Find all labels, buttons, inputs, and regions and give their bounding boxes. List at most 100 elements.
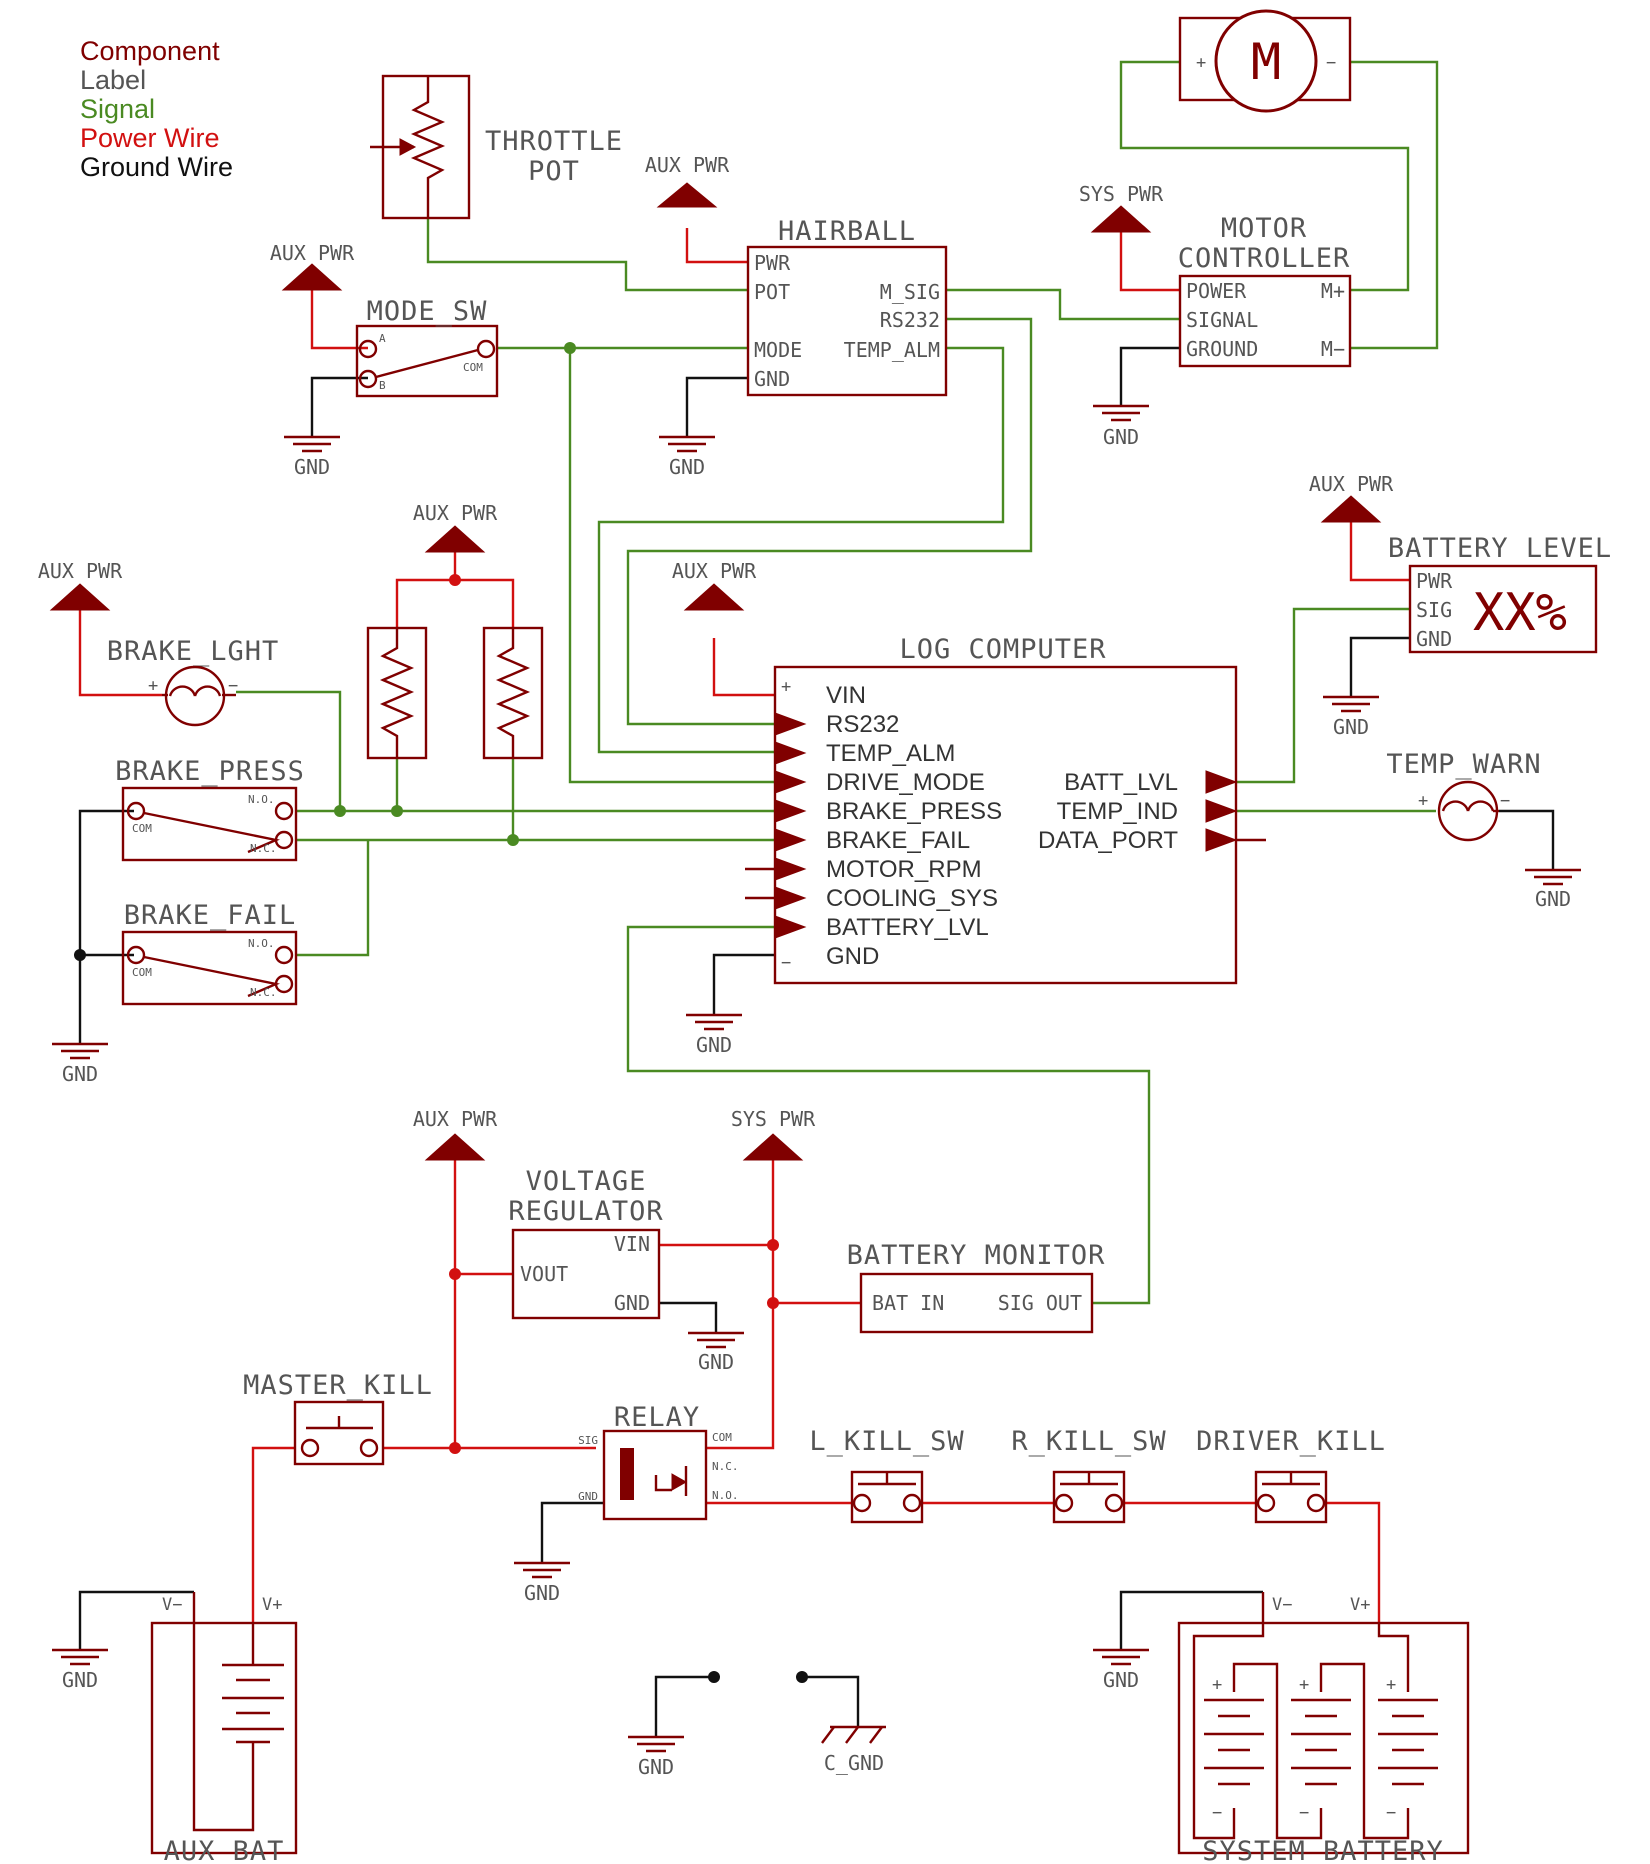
aux-pwr-mode-sw: AUX PWR (270, 241, 355, 291)
brake-lght-title: BRAKE_LGHT (107, 636, 280, 667)
battery-level-pin-sig: SIG (1416, 598, 1452, 622)
master-kill: MASTER_KILL (243, 1370, 432, 1466)
voltage-regulator-pin-gnd: GND (614, 1291, 650, 1315)
relay: RELAY SIG GND COM N.C. N.O. (578, 1402, 739, 1521)
battery-level-pin-pwr: PWR (1416, 569, 1453, 593)
aux-pwr-brake-lght: AUX PWR (38, 559, 123, 611)
sys-pwr-motor-ctrl: SYS PWR (1079, 182, 1164, 233)
motor-controller-pin-signal: SIGNAL (1186, 308, 1258, 332)
gnd-label: GND (1103, 425, 1139, 449)
motor-controller-title-2: CONTROLLER (1178, 243, 1351, 274)
legend-label: Label (80, 65, 146, 95)
aux-pwr-label: AUX PWR (413, 1107, 498, 1131)
gnd-aux-bat: GND (52, 1648, 108, 1692)
gnd-label: GND (294, 455, 330, 479)
voltage-regulator-title-2: REGULATOR (508, 1196, 663, 1227)
aux-pwr-regulator: AUX PWR (413, 1107, 498, 1161)
mode-sw-b: B (379, 379, 386, 392)
battery-level-display: XX% (1473, 583, 1567, 643)
aux-pwr-label: AUX PWR (1309, 472, 1394, 496)
gnd-temp-warn: GND (1525, 868, 1581, 911)
system-battery: SYSTEM_BATTERY V− V+ + + + − − − (1177, 1592, 1470, 1864)
system-battery-cell3-minus: − (1386, 1803, 1396, 1823)
log-pin-gnd: GND (826, 943, 879, 970)
motor: M + − (1178, 9, 1352, 113)
gnd-regulator: GND (688, 1331, 744, 1374)
brake-fail-com: COM (132, 966, 152, 979)
aux-pwr-label: AUX PWR (38, 559, 123, 583)
gnd-log-computer: GND (686, 1013, 742, 1057)
voltage-regulator-title-1: VOLTAGE (526, 1166, 647, 1197)
battery-level-pin-gnd: GND (1416, 627, 1452, 651)
gnd-motor-ctrl: GND (1093, 404, 1149, 449)
aux-pwr-label: AUX PWR (413, 501, 498, 525)
sys-pwr-label: SYS PWR (731, 1107, 816, 1131)
hairball-pin-mode: MODE (754, 338, 802, 362)
throttle-pot: THROTTLE POT (370, 74, 622, 220)
relay-pin-com: COM (712, 1431, 732, 1444)
log-pin-rs232: RS232 (826, 711, 899, 738)
battery-monitor: BATTERY MONITOR BAT IN SIG OUT (847, 1240, 1104, 1334)
log-pin-motor-rpm: MOTOR_RPM (826, 856, 982, 883)
log-computer-minus: − (781, 953, 791, 973)
temp-warn-minus: − (1500, 791, 1510, 811)
gnd-hairball: GND (659, 435, 715, 479)
r-kill-sw-title: R_KILL_SW (1011, 1426, 1166, 1457)
system-battery-cell2-minus: − (1299, 1803, 1309, 1823)
mode-sw: MODE_SW A B COM (355, 296, 499, 398)
gnd-label: GND (1535, 887, 1571, 911)
brake-press-no: N.O. (248, 793, 275, 806)
gnd-label: GND (698, 1350, 734, 1374)
system-battery-cell1-plus: + (1212, 1675, 1222, 1695)
gnd-system-battery: GND (1093, 1648, 1149, 1692)
gnd-brake-switches: GND (52, 1042, 108, 1086)
legend-component: Component (80, 36, 220, 66)
motor-controller-title-1: MOTOR (1221, 213, 1307, 244)
log-computer: LOG COMPUTER + − VIN RS232 TEMP_ALM DRIV… (745, 634, 1266, 985)
mode-sw-com: COM (463, 361, 483, 374)
junctions (74, 342, 808, 1683)
gnd-label: GND (62, 1062, 98, 1086)
temp-warn: TEMP_WARN + − (1386, 749, 1541, 842)
log-pin-drive-mode: DRIVE_MODE (826, 769, 985, 796)
hairball-title: HAIRBALL (778, 216, 916, 247)
relay-pin-no: N.O. (712, 1489, 739, 1502)
aux-bat-v-minus: V− (162, 1595, 182, 1615)
system-battery-cell2-plus: + (1299, 1675, 1309, 1695)
log-pin-brake-fail: BRAKE_FAIL (826, 827, 970, 854)
aux-pwr-hairball: AUX PWR (645, 153, 730, 208)
brake-fail-no: N.O. (248, 937, 275, 950)
log-pin-data-port: DATA_PORT (1038, 827, 1178, 854)
gnd-relay: GND (514, 1561, 570, 1605)
system-battery-v-plus: V+ (1350, 1595, 1370, 1615)
motor-plus: + (1196, 53, 1206, 73)
temp-warn-plus: + (1418, 791, 1428, 811)
c-gnd-label: C_GND (824, 1751, 884, 1775)
log-pin-vin: VIN (826, 682, 866, 709)
log-pin-batt-lvl: BATT_LVL (1064, 769, 1178, 796)
aux-bat-title: AUX BAT (164, 1836, 285, 1864)
ground-wires (78, 346, 1555, 1737)
motor-controller-pin-m-minus: M− (1321, 337, 1345, 361)
aux-pwr-battery-level: AUX PWR (1309, 472, 1394, 523)
legend-signal: Signal (80, 94, 155, 124)
hairball-pin-pwr: PWR (754, 251, 791, 275)
motor-minus: − (1326, 53, 1336, 73)
motor-symbol: M (1251, 33, 1281, 91)
hairball-pin-pot: POT (754, 280, 790, 304)
brake-fail: BRAKE_FAIL COM N.O. N.C. (121, 900, 298, 1006)
aux-bat: AUX BAT V− V+ (150, 1592, 298, 1864)
brake-lght-plus: + (148, 676, 158, 696)
system-battery-title: SYSTEM_BATTERY (1202, 1836, 1444, 1864)
brake-press-nc: N.C. (250, 842, 277, 855)
l-kill-sw: L_KILL_SW (809, 1426, 964, 1524)
gnd-battery-level: GND (1323, 695, 1379, 739)
voltage-regulator: VOLTAGE REGULATOR VIN VOUT GND (508, 1166, 663, 1320)
hairball-pin-gnd: GND (754, 367, 790, 391)
motor-controller: MOTOR CONTROLLER POWER SIGNAL GROUND M+ … (1178, 213, 1352, 368)
gnd-label: GND (696, 1033, 732, 1057)
aux-pwr-label: AUX PWR (270, 241, 355, 265)
gnd-label: GND (1333, 715, 1369, 739)
log-pin-temp-ind: TEMP_IND (1057, 798, 1178, 825)
